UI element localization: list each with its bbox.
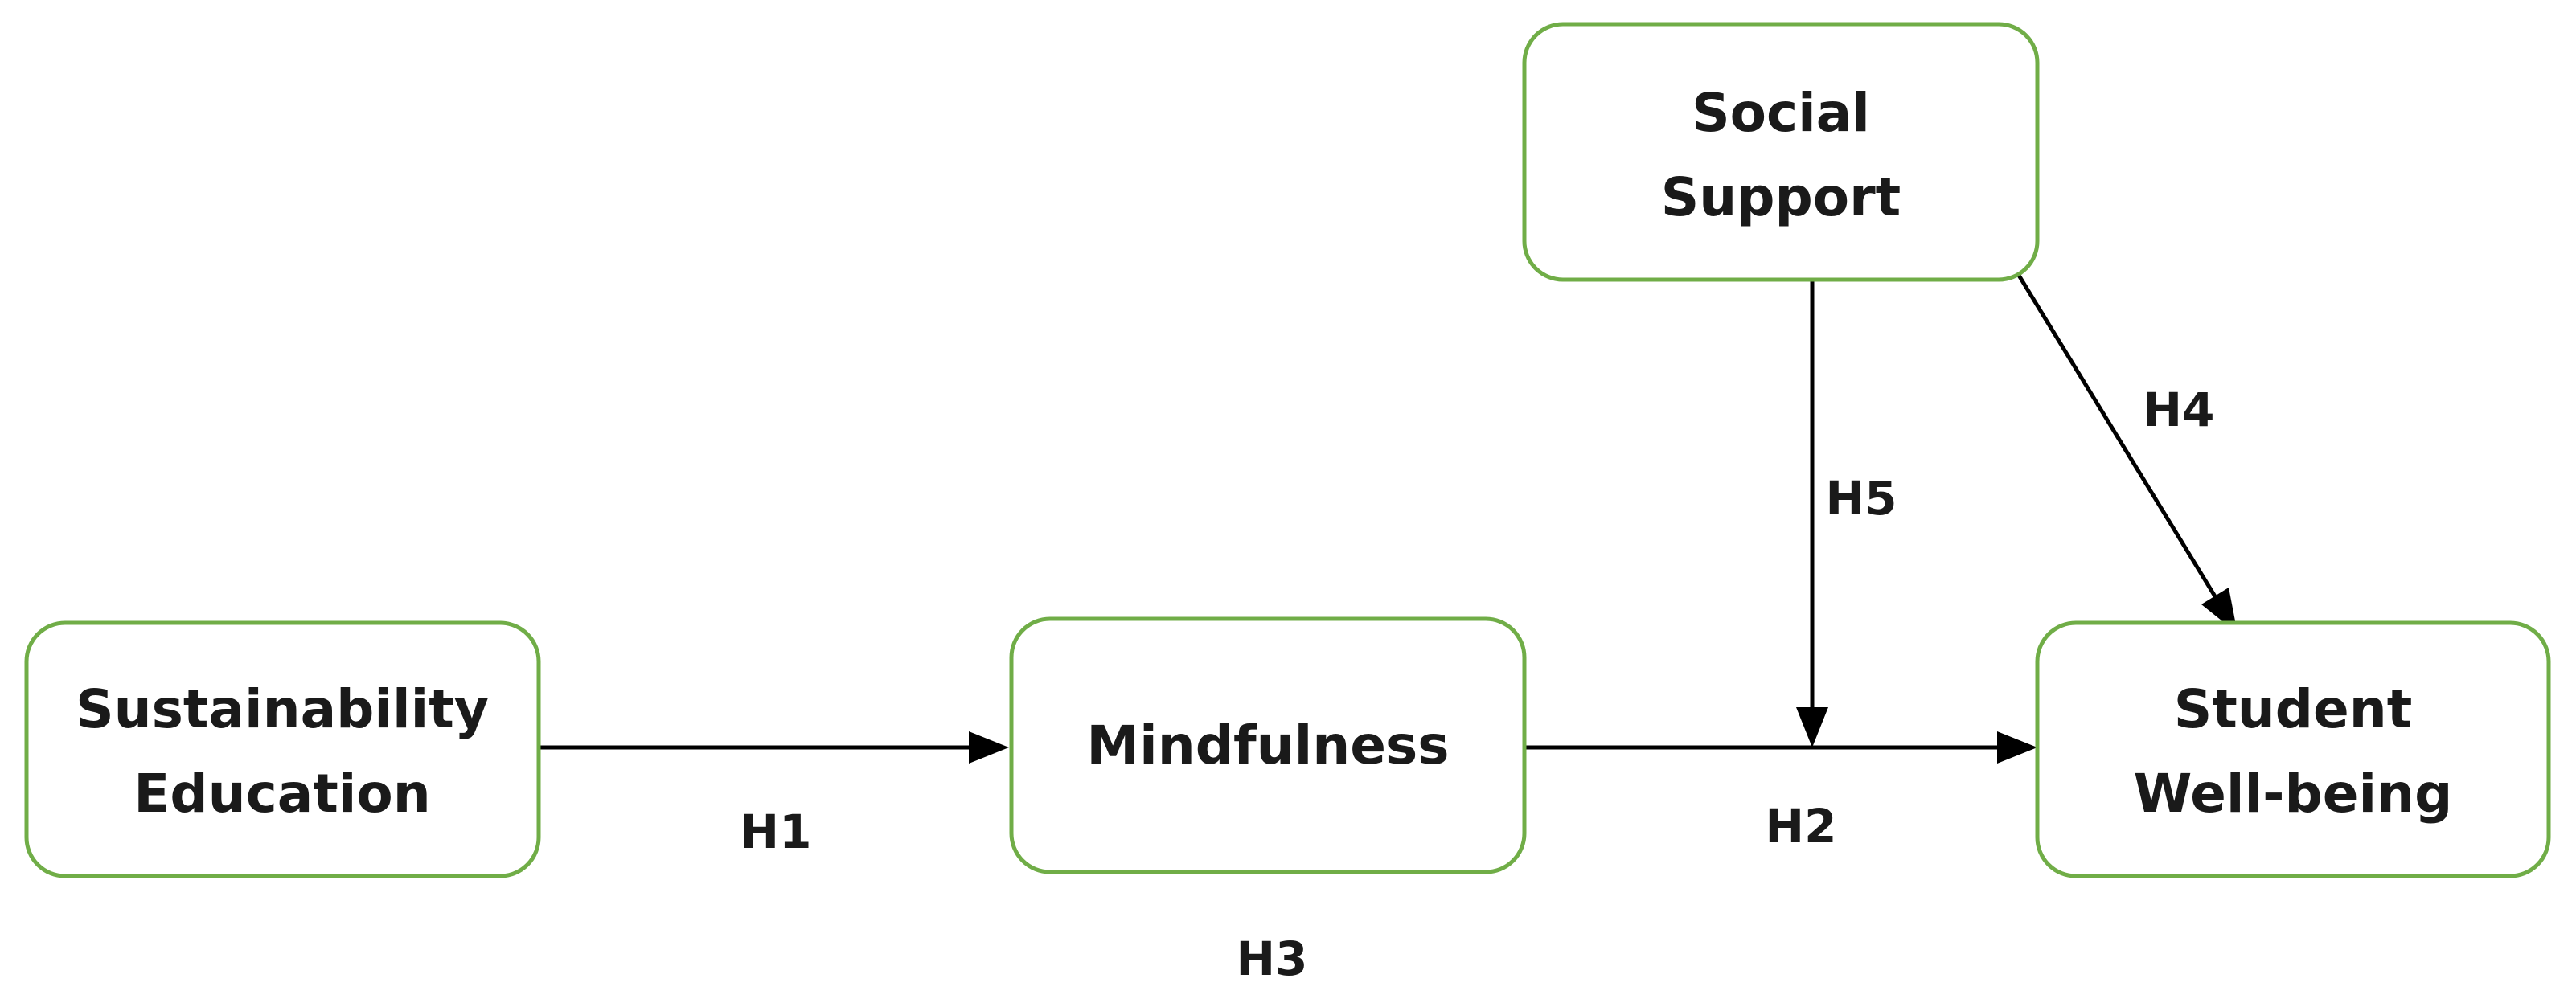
node-box <box>1522 22 2040 282</box>
arrowhead <box>1997 731 2037 764</box>
edge-label-h4: H4 <box>2143 383 2215 437</box>
node-box <box>24 620 541 878</box>
node-mindfulness: Mindfulness <box>1009 616 1527 874</box>
edge-support-to-wellbeing <box>2013 268 2238 633</box>
arrowhead <box>969 731 1009 764</box>
edge-label-h3: H3 <box>1237 931 1308 986</box>
edge-support-moderation <box>1796 280 1828 747</box>
edge-mindfulness-to-wellbeing <box>1524 731 2037 764</box>
node-label-line1: Sustainability <box>76 678 489 740</box>
edge-sustainability-to-mindfulness <box>539 731 1009 764</box>
edge-label-h5: H5 <box>1826 471 1897 526</box>
arrowhead <box>1796 707 1828 747</box>
edge-label-h1: H1 <box>740 805 812 859</box>
node-box <box>2035 620 2551 878</box>
node-label-line1: Social <box>1692 82 1870 144</box>
node-label-line2: Well-being <box>2134 763 2453 825</box>
node-sustainability-education: Sustainability Education <box>24 620 541 878</box>
edge-label-h2: H2 <box>1766 799 1837 854</box>
node-label-line2: Education <box>133 763 430 825</box>
node-label-line2: Support <box>1661 166 1901 228</box>
node-label: Mindfulness <box>1086 714 1449 776</box>
node-label-line1: Student <box>2174 678 2413 740</box>
node-student-wellbeing: Student Well-being <box>2035 620 2551 878</box>
node-social-support: Social Support <box>1522 22 2040 282</box>
node-box <box>1009 616 1527 874</box>
